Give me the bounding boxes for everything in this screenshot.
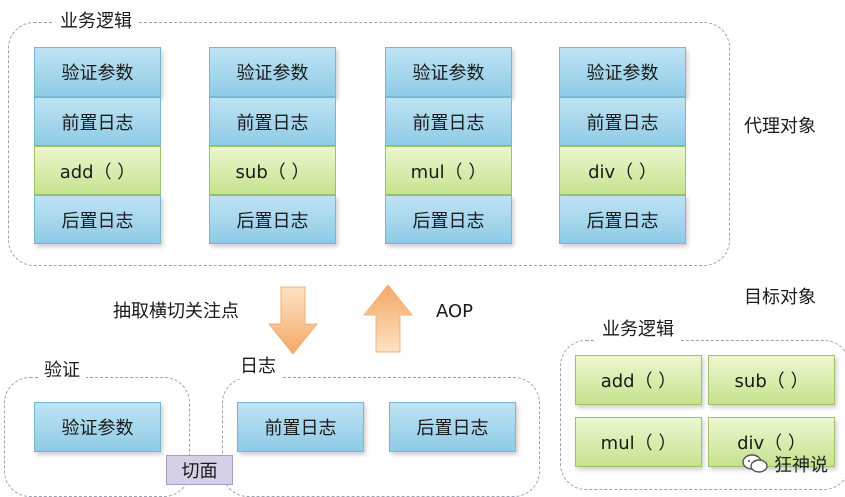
watermark: 狂神说 [742,451,828,477]
log-title: 日志 [234,355,282,379]
pre-log-box-2: 前置日志 [209,97,336,146]
method-box-add: add（ ） [34,146,161,195]
validation-params-box: 验证参数 [34,402,161,452]
post-log-box-1: 后置日志 [34,195,161,244]
validate-params-box-4: 验证参数 [559,47,686,97]
log-pre-box: 前置日志 [237,402,364,452]
proxy-object-label: 代理对象 [744,116,816,137]
post-log-box-2: 后置日志 [209,195,336,244]
method-box-mul: mul（ ） [385,146,512,195]
target-method-add: add（ ） [575,355,702,405]
post-log-box-4: 后置日志 [559,195,686,244]
aop-label: AOP [436,301,474,322]
target-object-label: 目标对象 [744,287,816,308]
validate-params-box-3: 验证参数 [385,47,512,97]
target-method-div: div（ ） [708,417,835,467]
target-method-mul: mul（ ） [575,417,702,467]
up-arrow-icon [363,284,413,353]
target-method-sub: sub（ ） [708,355,835,405]
validate-params-box-2: 验证参数 [209,47,336,97]
aspect-tag: 切面 [166,455,233,485]
business-logic-group [8,22,730,266]
validate-params-box-1: 验证参数 [34,47,161,97]
down-arrow-icon [268,286,318,355]
business-logic-title: 业务逻辑 [54,10,138,34]
post-log-box-3: 后置日志 [385,195,512,244]
pre-log-box-3: 前置日志 [385,97,512,146]
wechat-icon [742,454,768,473]
pre-log-box-1: 前置日志 [34,97,161,146]
target-logic-title: 业务逻辑 [596,318,680,342]
watermark-text: 狂神说 [774,455,828,476]
method-box-sub: sub（ ） [209,146,336,195]
method-box-div: div（ ） [559,146,686,195]
log-post-box: 后置日志 [389,402,516,452]
extract-crosscutting-label: 抽取横切关注点 [113,301,239,322]
pre-log-box-4: 前置日志 [559,97,686,146]
validation-title: 验证 [38,359,86,383]
